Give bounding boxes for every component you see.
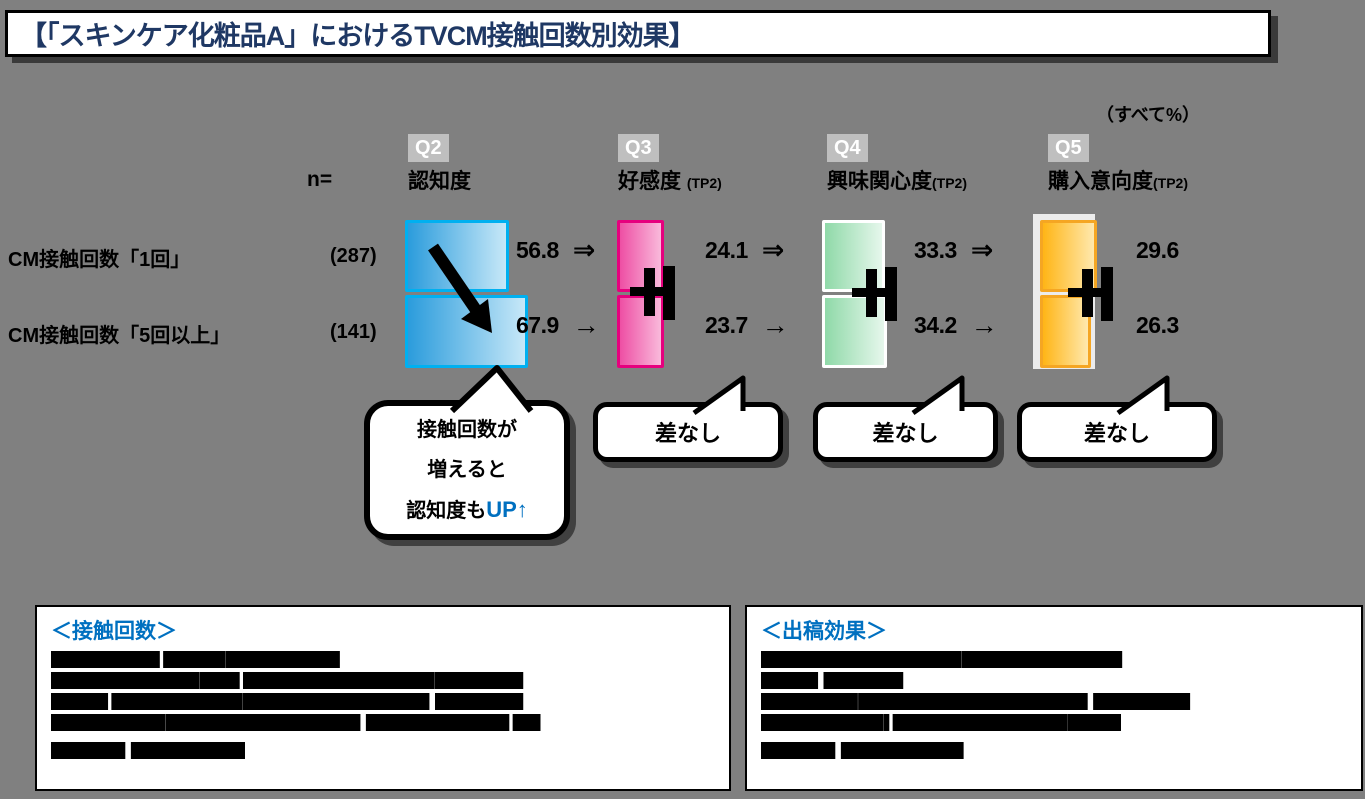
- notes-contact-count-header: ＜接触回数＞: [51, 620, 177, 643]
- value-q3-row1: 24.1: [705, 237, 748, 263]
- tp2-suffix: (TP2): [932, 175, 967, 191]
- no-diff-marker-icon-1: [630, 266, 676, 322]
- value-q2-row2: 67.9: [516, 312, 559, 338]
- bar-q3-row2: [617, 295, 664, 368]
- value-row-q5-1: 29.6: [1136, 237, 1179, 264]
- transition-arrow-icon: ⇒: [761, 235, 785, 265]
- callout-no-diff-1: 差なし: [593, 402, 783, 462]
- note-text-line-4: ██████████████ ▌████████████████████ ███…: [761, 714, 1121, 731]
- value-q5-row1: 29.6: [1136, 237, 1179, 263]
- note-text-line-3: ██████▌███████████████ █████████████████…: [51, 693, 523, 710]
- callout-line-2: 増えると: [427, 458, 507, 481]
- bar-q3-row1: [617, 220, 664, 292]
- tp2-suffix: (TP2): [1153, 175, 1188, 191]
- value-row-q3-2: 23.7 →: [705, 312, 789, 339]
- bar-q2-row2: [405, 295, 528, 368]
- transition-arrow-icon: ⇒: [572, 235, 596, 265]
- callout-no-diff-2: 差なし: [813, 402, 998, 462]
- question-badge-q2: Q2: [408, 134, 449, 162]
- value-q2-row1: 56.8: [516, 237, 559, 263]
- column-header-q5: 購入意向度(TP2): [1048, 170, 1188, 193]
- note-text-line-1: ███████████████████████ ████████████████…: [761, 651, 1128, 668]
- note-text-line-2: █████████████████ ████▌█████████████████…: [51, 672, 523, 689]
- callout-no-diff-3: 差なし: [1017, 402, 1217, 462]
- no-diff-marker-icon-3: [1068, 267, 1114, 323]
- callout-line-1: 接触回数が: [417, 418, 517, 441]
- value-row-q2-2: 67.9 →: [516, 312, 600, 339]
- note-text-line-4: █████████████ ██████████████████████▌ ██…: [51, 714, 540, 731]
- unit-note: （すべて%）: [1096, 105, 1201, 125]
- value-q4-row1: 33.3: [914, 237, 957, 263]
- note-text-line-1: ████████████▌███████ █████████████: [51, 651, 340, 668]
- row-n-2: (141): [330, 321, 377, 343]
- column-header-q2: 認知度: [408, 170, 471, 193]
- row-label-1: CM接触回数「1回」: [8, 249, 191, 271]
- value-row-q5-2: 26.3: [1136, 312, 1179, 339]
- question-badge-q5: Q5: [1048, 134, 1089, 162]
- value-row-q3-1: 24.1 ⇒: [705, 237, 784, 264]
- transition-arrow-icon: ⇒: [970, 235, 994, 265]
- value-row-q2-1: 56.8 ⇒: [516, 237, 595, 264]
- no-diff-marker-icon-2: [852, 267, 898, 323]
- question-badge-q3: Q3: [618, 134, 659, 162]
- callout-awareness-up: 接触回数が 増えると 認知度もUP↑: [364, 400, 570, 540]
- row-label-2: CM接触回数「5回以上」: [8, 325, 231, 347]
- value-row-q4-1: 33.3 ⇒: [914, 237, 993, 264]
- up-highlight: UP↑: [486, 496, 528, 522]
- bar-q2-row1: [405, 220, 509, 292]
- question-badge-q4: Q4: [827, 134, 868, 162]
- tp2-suffix: (TP2): [686, 175, 722, 191]
- note-text-line-3: ███████████ ██████████████████████████▌ …: [761, 693, 1190, 710]
- notes-ad-effect-header: ＜出稿効果＞: [761, 620, 887, 643]
- value-q5-row2: 26.3: [1136, 312, 1179, 338]
- column-header-q3: 好感度 (TP2): [618, 170, 722, 193]
- page-title: 【「スキンケア化粧品A」におけるTVCM接触回数別効果】: [20, 21, 696, 51]
- value-q3-row2: 23.7: [705, 312, 748, 338]
- value-row-q4-2: 34.2 →: [914, 312, 998, 339]
- notes-contact-count-body: ████████████▌███████ █████████████ ██████…: [51, 651, 715, 759]
- row-n-1: (287): [330, 245, 377, 267]
- callout-line-3: 認知度もUP↑: [406, 496, 528, 522]
- page-title-bar: 【「スキンケア化粧品A」におけるTVCM接触回数別効果】: [5, 10, 1271, 57]
- note-text-line-5: ████████▌ █████████████: [51, 742, 245, 759]
- note-text-line-2: ██████▌ █████████: [761, 672, 903, 689]
- column-header-q4: 興味関心度(TP2): [827, 170, 967, 193]
- notes-ad-effect-body: ███████████████████████ ████████████████…: [761, 651, 1347, 759]
- value-q4-row2: 34.2: [914, 312, 957, 338]
- note-text-line-5: ████████▌ ██████████████: [761, 742, 964, 759]
- transition-arrow-icon: →: [761, 310, 789, 340]
- notes-ad-effect-box: ＜出稿効果＞ ███████████████████████ █████████…: [745, 605, 1363, 791]
- transition-arrow-icon: →: [572, 310, 600, 340]
- n-equals-label: n=: [307, 168, 333, 191]
- transition-arrow-icon: →: [970, 310, 998, 340]
- notes-contact-count-box: ＜接触回数＞ ████████████▌███████ ████████████…: [35, 605, 731, 791]
